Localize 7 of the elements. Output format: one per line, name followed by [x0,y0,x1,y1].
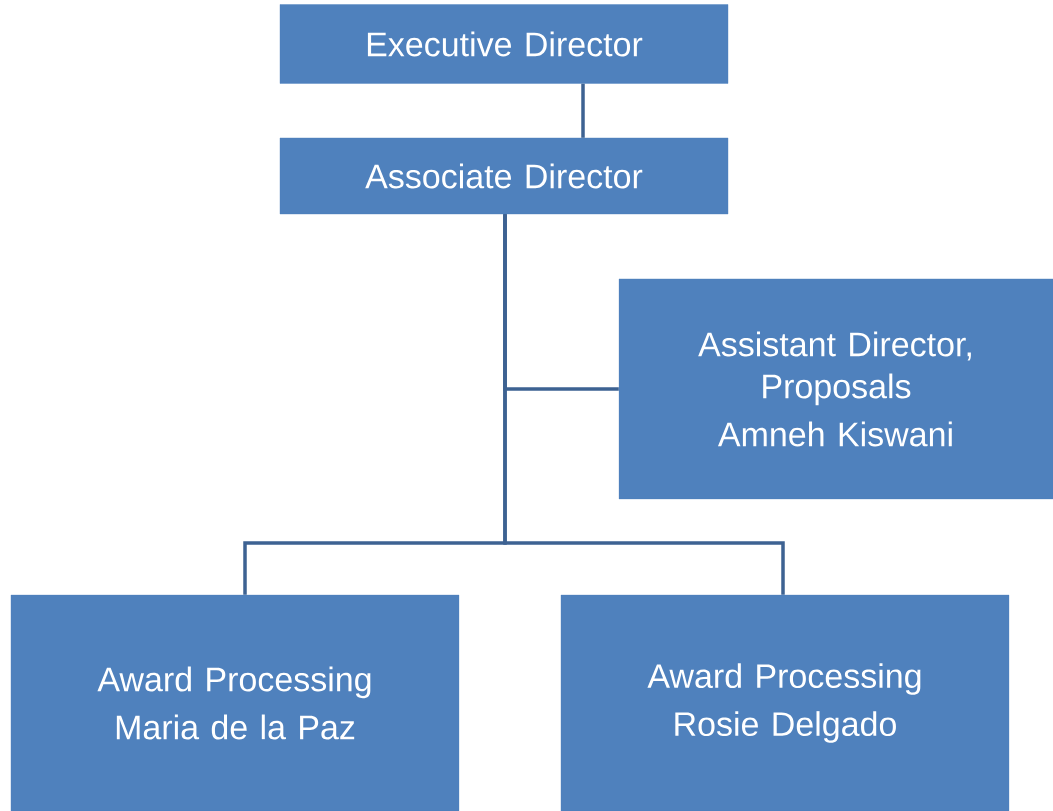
org-box: Assistant Director, Proposals Amneh Kiswani [618,278,1053,500]
connector-line [581,83,585,138]
org-box: Associate Director [279,137,729,215]
org-box: Executive Director [279,4,729,84]
org-box: Award Processing Rosie Delgado [560,594,1010,811]
org-box: Award Processing Maria de la Paz [10,594,460,811]
connector-line [503,214,785,595]
